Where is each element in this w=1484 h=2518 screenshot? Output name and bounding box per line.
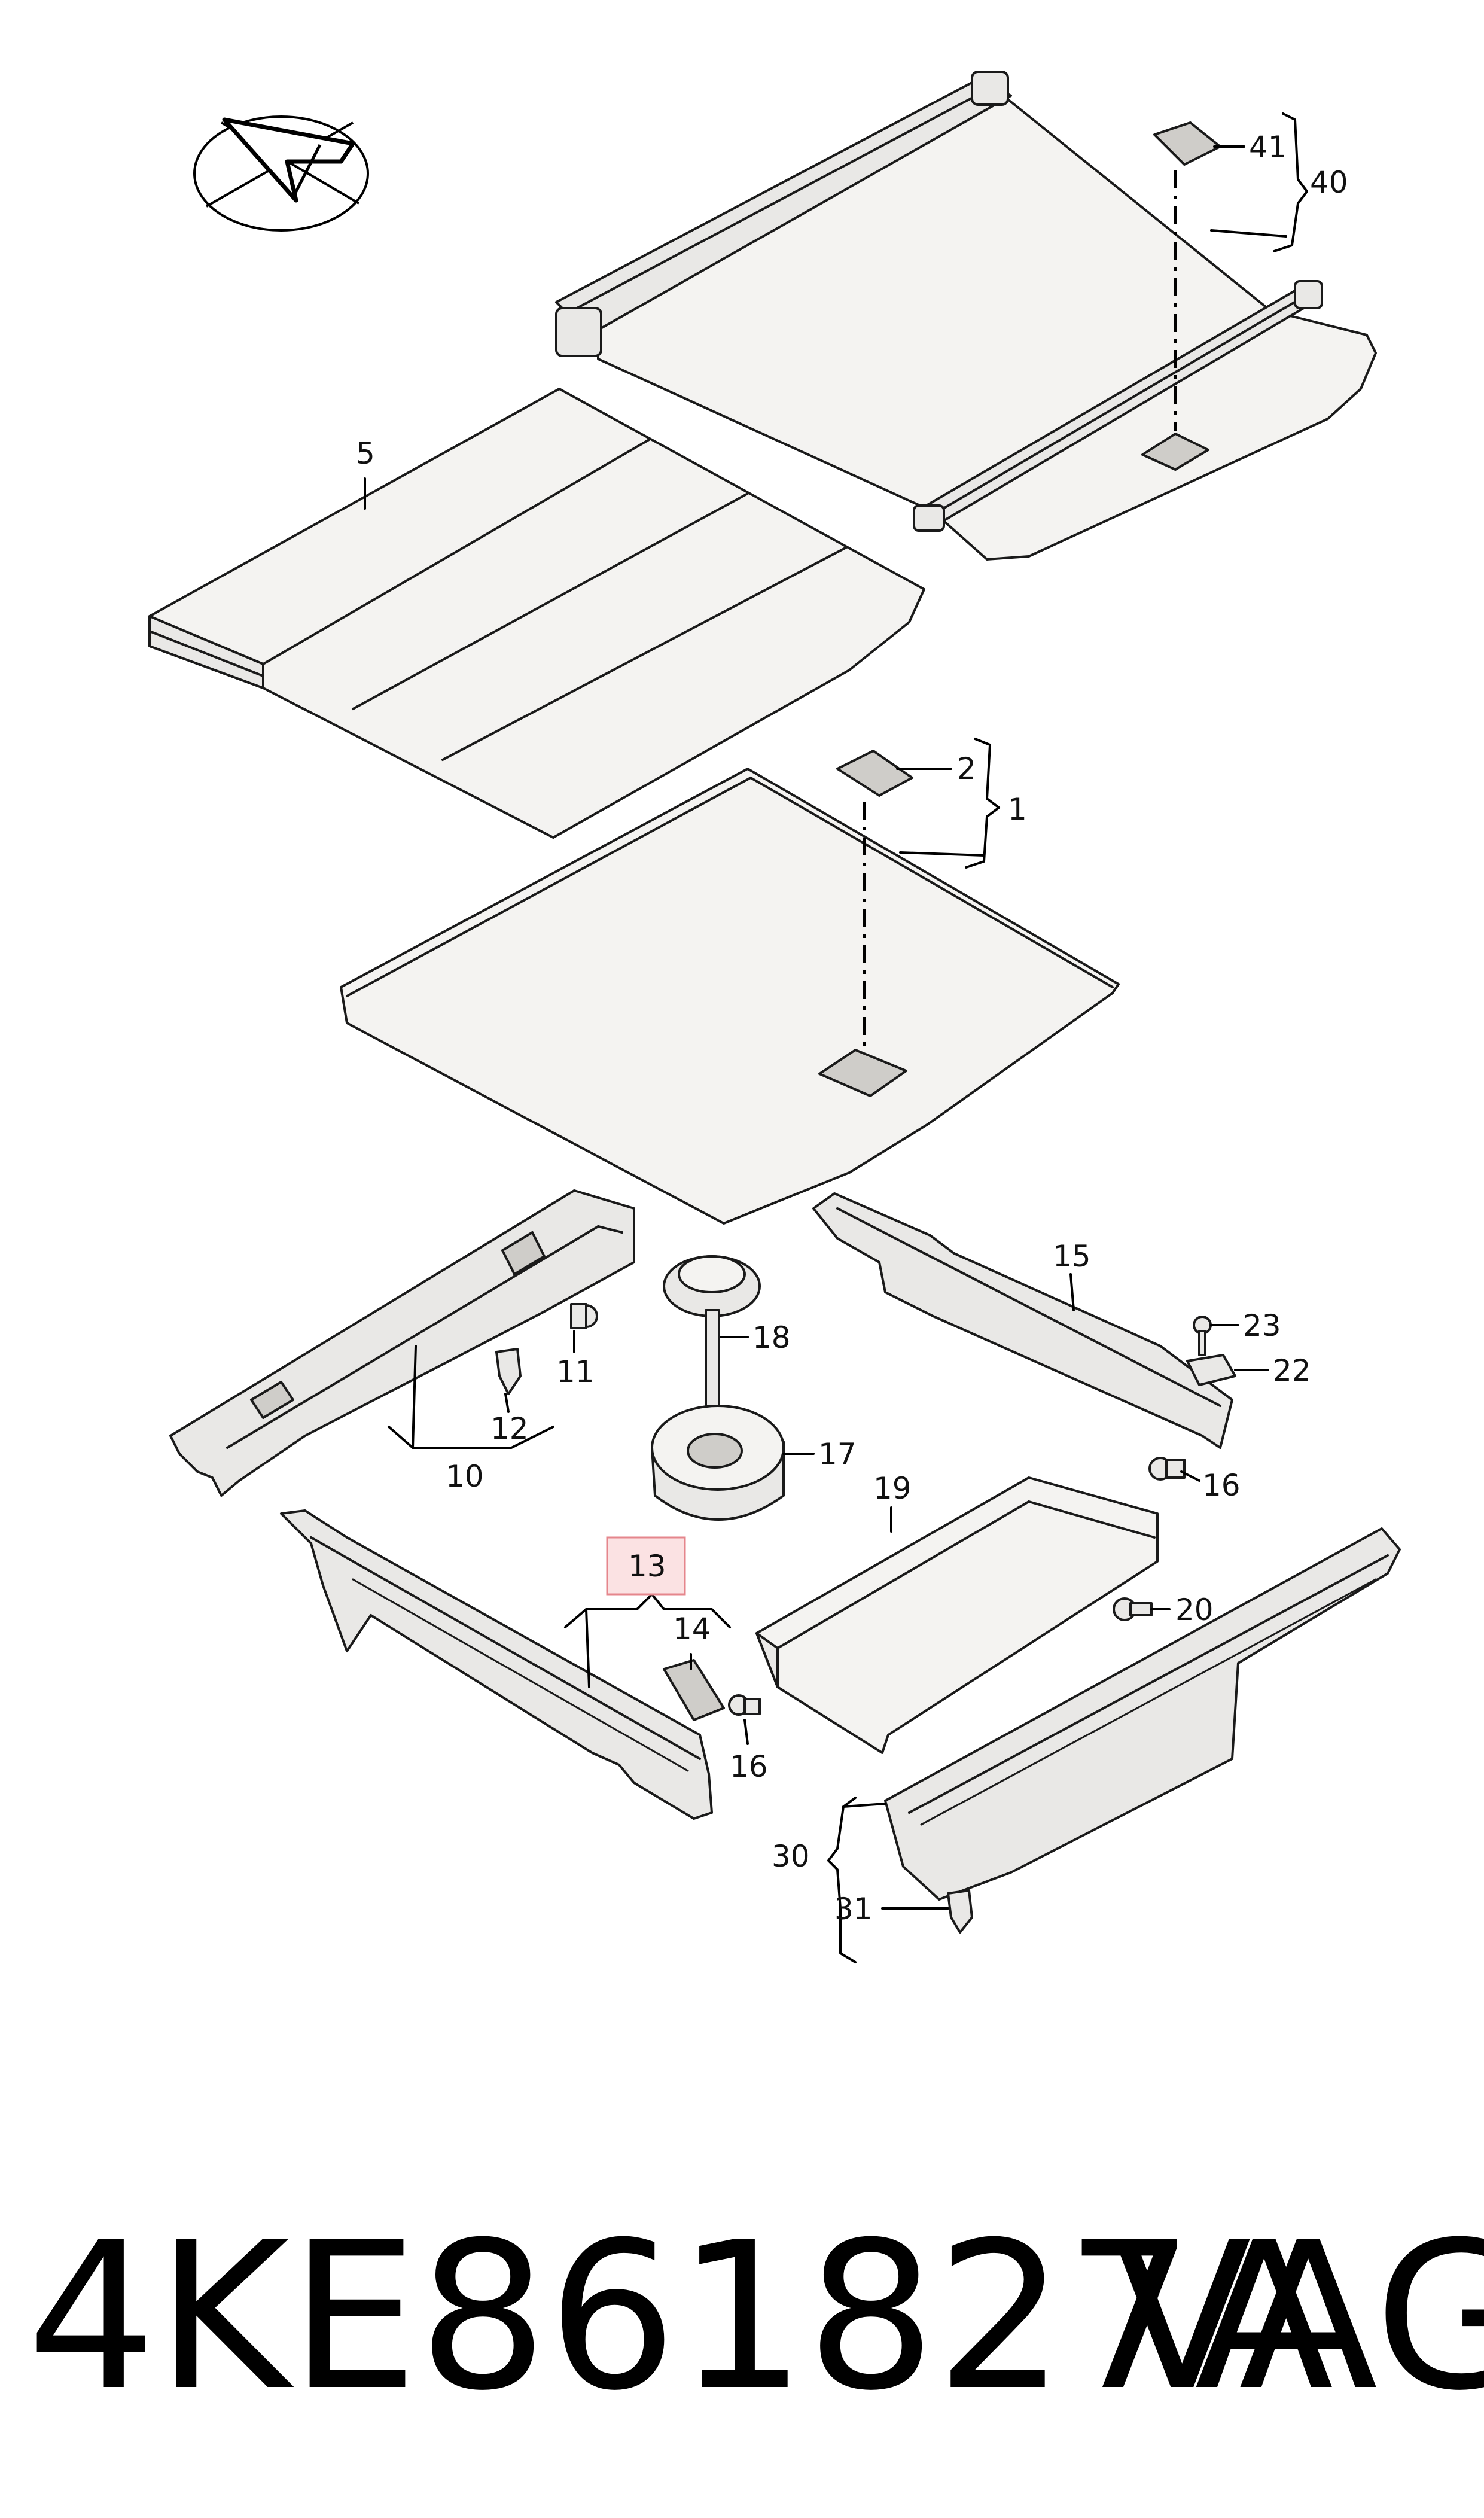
direction-arrow-icon bbox=[193, 115, 369, 232]
leader-lines bbox=[364, 112, 1308, 1963]
callout-31[interactable]: 31 bbox=[834, 1892, 873, 1926]
callout-5[interactable]: 5 bbox=[356, 436, 375, 471]
load-floor-panel[interactable] bbox=[148, 388, 925, 839]
callout-22[interactable]: 22 bbox=[1273, 1353, 1311, 1388]
callout-20[interactable]: 20 bbox=[1175, 1593, 1214, 1627]
callout-16-left[interactable]: 16 bbox=[730, 1749, 768, 1784]
callout-41[interactable]: 41 bbox=[1249, 130, 1287, 165]
brand-name: VAG bbox=[1113, 2199, 1484, 2435]
callout-15[interactable]: 15 bbox=[1053, 1239, 1091, 1274]
highlight-callout-13 bbox=[606, 1536, 686, 1596]
callout-1[interactable]: 1 bbox=[1008, 792, 1027, 827]
floor-cover[interactable] bbox=[340, 750, 1120, 1225]
clip-12[interactable] bbox=[495, 1348, 522, 1395]
sill-panel[interactable] bbox=[280, 1509, 713, 1820]
callout-16-right[interactable]: 16 bbox=[1202, 1468, 1241, 1503]
hook-22[interactable] bbox=[1186, 1354, 1236, 1386]
callout-30[interactable]: 30 bbox=[772, 1839, 810, 1874]
callout-40[interactable]: 40 bbox=[1310, 165, 1348, 200]
screw-23[interactable] bbox=[1193, 1316, 1212, 1356]
callout-10[interactable]: 10 bbox=[446, 1459, 484, 1494]
clip-16-right[interactable] bbox=[1148, 1457, 1186, 1481]
callout-2[interactable]: 2 bbox=[957, 751, 976, 786]
callout-11[interactable]: 11 bbox=[556, 1354, 595, 1389]
callout-13[interactable]: 13 bbox=[628, 1549, 666, 1584]
part-number: 4KE861827A bbox=[27, 2199, 1334, 2435]
callout-17[interactable]: 17 bbox=[818, 1437, 857, 1472]
spare-wheel-holder[interactable] bbox=[651, 1405, 785, 1521]
luggage-cover-assembly[interactable] bbox=[555, 71, 1377, 561]
callout-12[interactable]: 12 bbox=[490, 1411, 529, 1446]
callout-23[interactable]: 23 bbox=[1243, 1308, 1281, 1343]
callout-14[interactable]: 14 bbox=[673, 1612, 711, 1646]
clip-11[interactable] bbox=[570, 1303, 598, 1329]
left-bracket[interactable] bbox=[169, 1189, 635, 1497]
rear-sill-trim[interactable] bbox=[884, 1527, 1401, 1901]
storage-tray[interactable] bbox=[755, 1476, 1159, 1754]
clip-31[interactable] bbox=[947, 1889, 973, 1934]
clip-16-left[interactable] bbox=[728, 1694, 761, 1716]
screw-20[interactable] bbox=[1113, 1597, 1153, 1621]
grille-14[interactable] bbox=[663, 1659, 725, 1721]
right-bracket[interactable] bbox=[812, 1192, 1233, 1449]
callout-19[interactable]: 19 bbox=[873, 1471, 912, 1506]
wingnut-bolt[interactable] bbox=[663, 1255, 761, 1407]
callout-18[interactable]: 18 bbox=[752, 1320, 791, 1355]
